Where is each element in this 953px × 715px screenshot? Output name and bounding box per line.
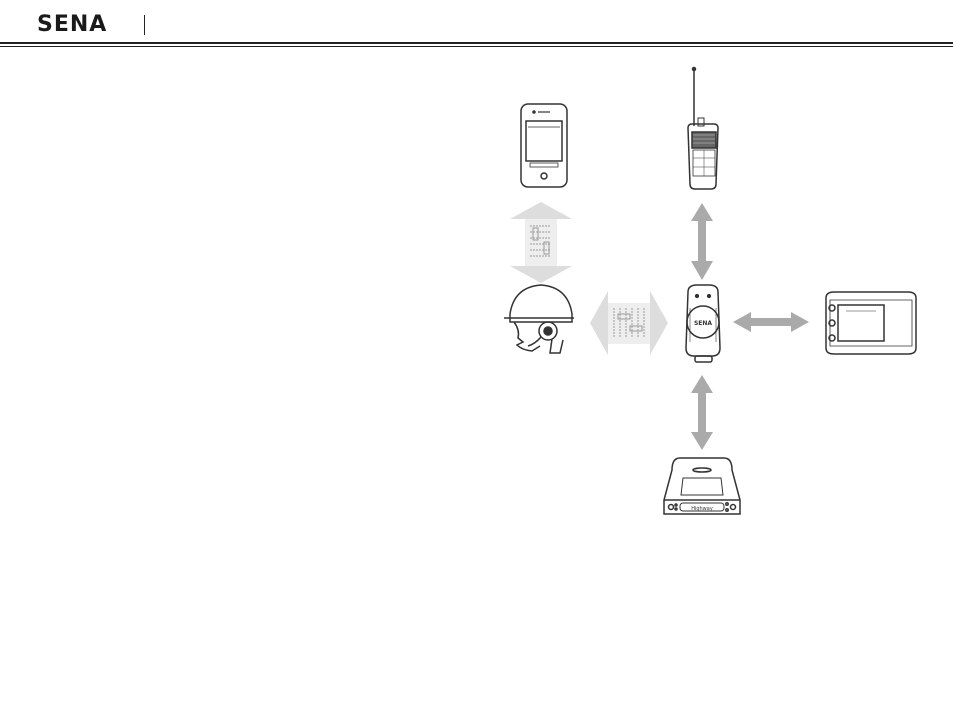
logo-separator [144,15,145,35]
brand-logo: SENA [37,13,107,37]
radar-screen-label: Highway [691,506,713,512]
helmet-headset-icon [504,285,574,353]
main-content: SENA [0,50,953,715]
arrow-hub-gps [733,312,809,332]
wireless-link-headset-hub [590,291,668,355]
hub-logo-text: SENA [694,320,712,327]
page-header: SENA [0,0,953,50]
connection-diagram: SENA [0,50,953,715]
header-rule-thick [0,42,953,44]
two-way-radio-icon [688,68,718,190]
wireless-link-phone-headset [510,202,572,283]
gps-navigator-icon [826,292,916,354]
smartphone-icon [521,104,567,187]
arrow-hub-radar [691,375,713,450]
header-rule-thin [0,46,953,47]
arrow-radio-hub [691,203,713,280]
